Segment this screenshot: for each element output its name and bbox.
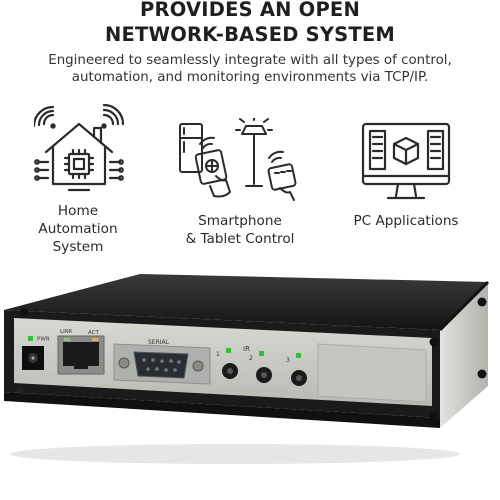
subtitle: Engineered to seamlessly integrate with … (20, 52, 480, 86)
feature-label-line: System (52, 239, 104, 255)
headline-line-1: PROVIDES AN OPEN (140, 0, 360, 21)
feature-label-pc-applications: PC Applications (336, 212, 476, 230)
ir-led-3 (296, 353, 301, 358)
ir-led-1 (226, 348, 231, 353)
network-control-device: PWR LINK ACT SERIAL IR 1 2 3 (4, 274, 490, 464)
feature-label-line: Home (57, 203, 99, 219)
smartphone-tablet-control-icon (179, 118, 297, 201)
feature-label-smartphone-tablet: Smartphone & Tablet Control (172, 212, 308, 248)
act-label: ACT (88, 330, 100, 336)
feature-label-line: & Tablet Control (185, 231, 295, 247)
smart-home-icon (34, 104, 124, 192)
feature-label-home-automation: Home Automation System (28, 202, 128, 256)
serial-label: SERIAL (148, 339, 170, 346)
power-led (28, 336, 33, 341)
ir-label: IR (243, 345, 250, 353)
chassis-top (4, 274, 488, 330)
ir-port-1-label: 1 (216, 351, 220, 358)
ir-port-2-label: 2 (249, 355, 253, 362)
feature-label-line: Automation (38, 221, 118, 237)
ir-led-2 (259, 351, 264, 356)
pwr-label: PWR (37, 337, 50, 343)
serial-db9-port[interactable] (133, 351, 189, 379)
pc-monitor-icon (361, 122, 451, 200)
feature-label-line: Smartphone (198, 213, 282, 229)
link-label: LINK (60, 329, 73, 335)
subtitle-line-2: automation, and monitoring environments … (71, 70, 429, 85)
feature-label-line: PC Applications (353, 213, 459, 229)
subtitle-line-1: Engineered to seamlessly integrate with … (48, 53, 452, 68)
ir-port-3-label: 3 (286, 357, 290, 364)
headline-line-2: NETWORK-BASED SYSTEM (104, 23, 396, 46)
